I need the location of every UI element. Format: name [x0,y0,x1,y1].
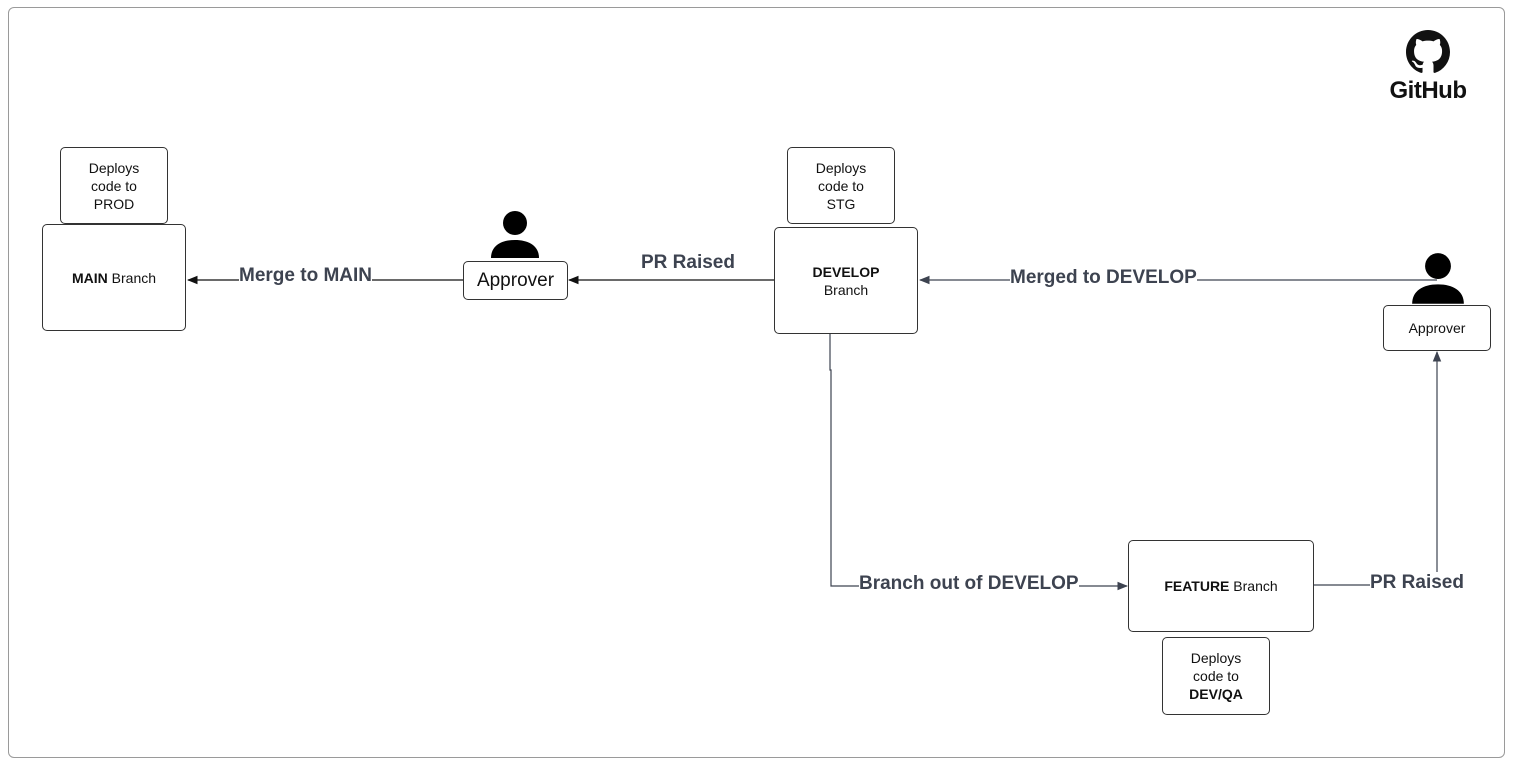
label-merge-to-main: Merge to MAIN [239,265,372,287]
label-merged-to-develop: Merged to DEVELOP [1010,267,1197,289]
main-branch-box: MAIN Branch [42,224,186,331]
label-pr-raised-right: PR Raised [1370,572,1464,594]
person-icon-left [491,211,539,258]
feature-branch-box: FEATURE Branch [1128,540,1314,632]
approver-left-box: Approver [463,261,568,300]
approver-right-box: Approver [1383,305,1491,351]
diagram-frame [8,7,1505,758]
edge-pr-raised-right [1314,350,1442,586]
github-wordmark: GitHub [1389,77,1467,104]
label-pr-raised-top: PR Raised [641,252,735,274]
github-logo: GitHub [1386,30,1470,105]
github-octocat-icon [1406,30,1450,73]
person-icon-right [1412,253,1464,304]
edge-branch-out [829,334,1129,591]
label-branch-out: Branch out of DEVELOP [859,573,1079,595]
